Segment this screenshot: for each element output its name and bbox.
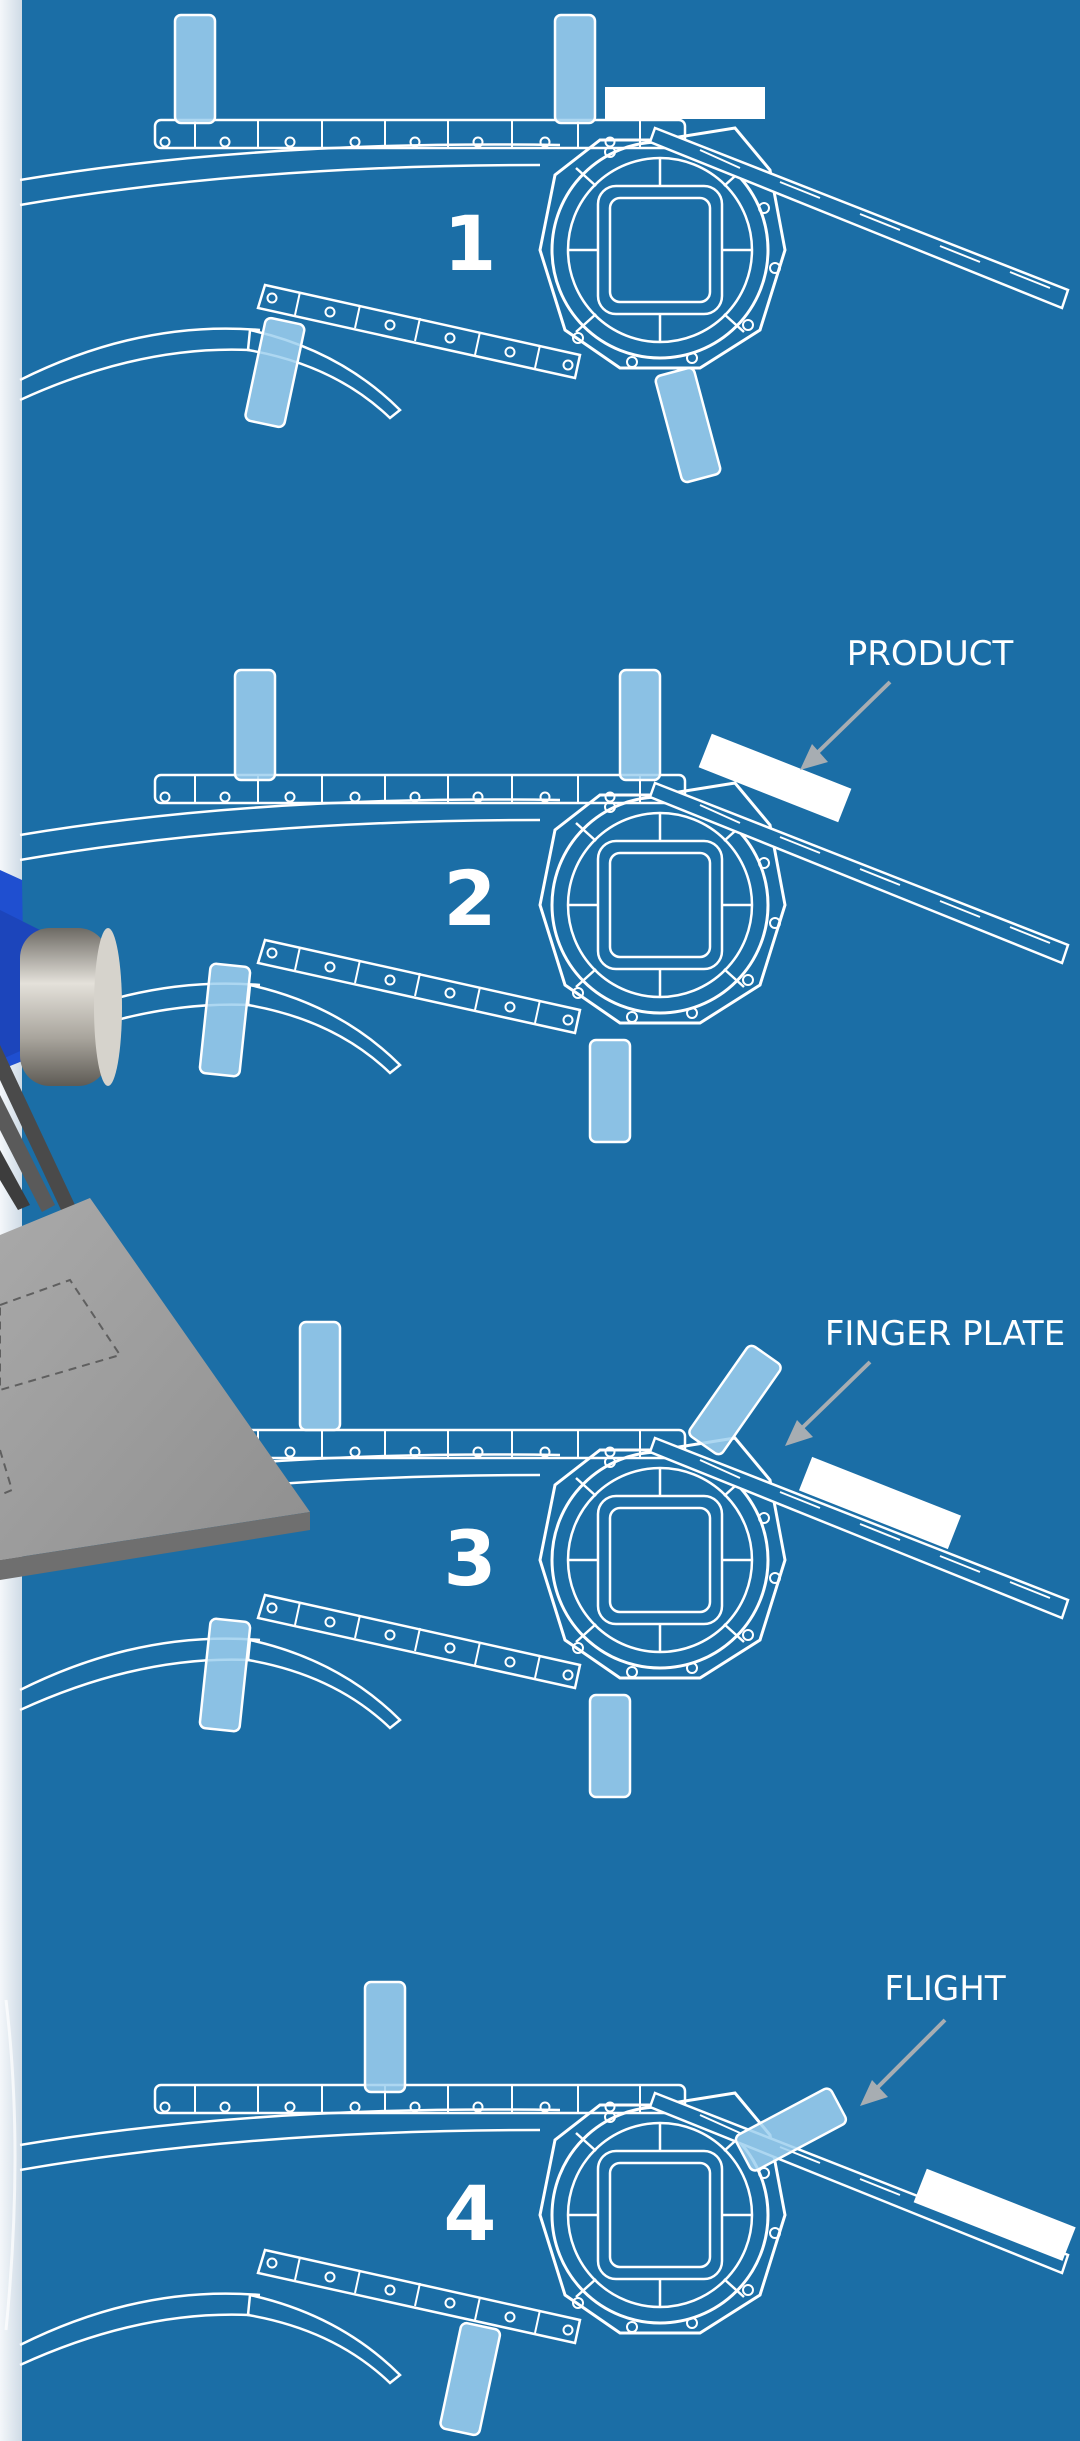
flight xyxy=(654,366,722,484)
product xyxy=(605,87,765,119)
flight xyxy=(244,316,306,429)
machine-steel-plate xyxy=(0,1198,310,1580)
machine-drive-unit xyxy=(0,870,122,1212)
flight xyxy=(734,2087,848,2172)
callout-arrowhead xyxy=(860,2080,888,2106)
flight xyxy=(233,668,277,782)
gauge-arc xyxy=(4,1999,17,2331)
flight xyxy=(588,1693,632,1799)
callout-finger-plate: FINGER PLATE xyxy=(825,1314,1065,1354)
callout-flight: FLIGHT xyxy=(884,1969,1005,2009)
product xyxy=(913,2168,1076,2261)
step-number-4: 4 xyxy=(444,2169,497,2258)
callout-arrowhead xyxy=(785,1420,813,1446)
callout-arrow xyxy=(813,680,892,757)
motor-cylinder xyxy=(20,928,108,1086)
flight xyxy=(298,1320,342,1432)
flight xyxy=(439,2321,502,2437)
callout-arrow xyxy=(873,2018,947,2092)
flight xyxy=(198,1617,252,1733)
flight xyxy=(588,1038,632,1144)
flight xyxy=(618,668,662,782)
flight xyxy=(198,962,252,1078)
flight xyxy=(173,13,217,125)
product xyxy=(798,1456,962,1550)
left-edge-strip xyxy=(0,0,22,2441)
step-panel-3: FINGER PLATE 3 xyxy=(18,1314,1070,1799)
callout-arrowhead xyxy=(800,744,828,770)
flight xyxy=(553,13,597,125)
flight xyxy=(688,1344,782,1456)
callout-arrow xyxy=(798,1360,872,1432)
step-number-1: 1 xyxy=(444,199,497,288)
step-panel-2: PRODUCT 2 xyxy=(18,634,1070,1144)
product xyxy=(698,733,852,823)
step-panel-4: FLIGHT 4 xyxy=(18,1969,1076,2437)
callout-product: PRODUCT xyxy=(847,634,1014,674)
flight xyxy=(363,1980,407,2094)
step-number-2: 2 xyxy=(444,854,497,943)
step-number-3: 3 xyxy=(444,1514,497,1603)
step-panel-1: 1 xyxy=(18,13,1070,484)
